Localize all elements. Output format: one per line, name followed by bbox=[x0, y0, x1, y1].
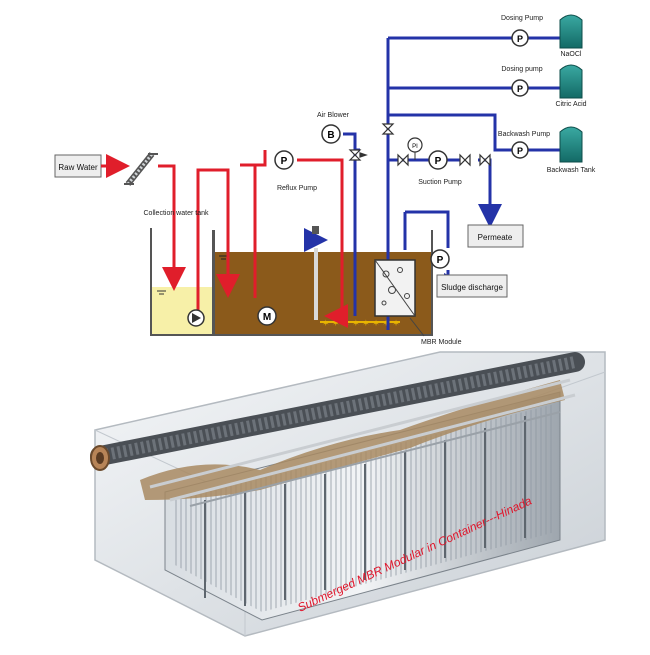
dosing-pump-2: P Dosing pump bbox=[501, 66, 543, 97]
bar-screen-icon bbox=[124, 152, 158, 186]
naocl-label: NaOCl bbox=[560, 51, 581, 58]
header-pipe bbox=[90, 352, 585, 471]
dosing-pump-1: P Dosing Pump bbox=[501, 15, 543, 47]
backwash-pump-label: Backwash Pump bbox=[498, 131, 550, 138]
sludge-pump-symbol: P bbox=[437, 255, 444, 266]
backwash-tank: Backwash Tank bbox=[547, 126, 596, 174]
backwash-pump-symbol: P bbox=[517, 146, 523, 156]
backwash-tank-label: Backwash Tank bbox=[547, 167, 596, 174]
dosing-pump-2-symbol: P bbox=[517, 84, 523, 94]
svg-text:✶ ✶ ✶ ✶ ✶ ✶ ✶ ✶: ✶ ✶ ✶ ✶ ✶ ✶ ✶ ✶ bbox=[322, 318, 400, 328]
raw-water-box: Raw Water bbox=[54, 154, 102, 178]
air-blower-symbol: B bbox=[327, 130, 334, 141]
process-schematic: ✶ ✶ ✶ ✶ ✶ ✶ ✶ ✶ Raw Water bbox=[54, 14, 596, 346]
citric-acid-label: Citric Acid bbox=[555, 101, 586, 108]
raw-water-label: Raw Water bbox=[58, 163, 98, 172]
mixer-symbol: M bbox=[263, 312, 271, 323]
dosing-pump-1-label: Dosing Pump bbox=[501, 15, 543, 22]
lift-pump-icon bbox=[187, 309, 205, 327]
reflux-pump-label: Reflux Pump bbox=[277, 185, 317, 192]
module-top-frame bbox=[140, 378, 576, 507]
permeate-label: Permeate bbox=[478, 233, 513, 242]
mbr-container-illustration: Submerged MBR Modular in Container---Hin… bbox=[90, 351, 606, 637]
sludge-discharge-label: Sludge discharge bbox=[441, 283, 503, 292]
suction-pump-symbol: P bbox=[435, 156, 442, 167]
pressure-indicator: PI bbox=[407, 137, 423, 160]
reflux-pump-symbol: P bbox=[281, 156, 288, 167]
sludge-discharge-box: Sludge discharge bbox=[436, 274, 508, 298]
citric-acid-tank: Citric Acid bbox=[555, 64, 587, 108]
suction-pump: P Suction Pump bbox=[418, 150, 462, 186]
dosing-pump-2-label: Dosing pump bbox=[501, 66, 542, 73]
air-blower: B Air Blower bbox=[317, 112, 350, 144]
sludge-pump: P bbox=[430, 249, 450, 269]
valves bbox=[348, 123, 491, 167]
dosing-pump-1-symbol: P bbox=[517, 34, 523, 44]
suction-pump-label: Suction Pump bbox=[418, 179, 462, 186]
level-indicator bbox=[312, 226, 319, 234]
naocl-tank: NaOCl bbox=[559, 14, 583, 58]
membrane-modules bbox=[164, 391, 561, 621]
backwash-pump: P Backwash Pump bbox=[498, 131, 550, 159]
mixer: M bbox=[257, 306, 277, 326]
collection-tank-label: Collection water tank bbox=[144, 210, 209, 217]
air-blower-label: Air Blower bbox=[317, 112, 350, 119]
mbr-module: MBR Module bbox=[374, 259, 462, 346]
reflux-pump: P Reflux Pump bbox=[274, 150, 317, 192]
pressure-indicator-symbol: PI bbox=[412, 144, 418, 150]
permeate-box: Permeate bbox=[467, 224, 524, 248]
mbr-module-label: MBR Module bbox=[421, 339, 462, 346]
